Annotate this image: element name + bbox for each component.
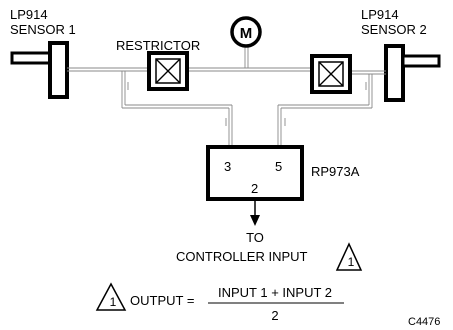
controller-input-label: CONTROLLER INPUT xyxy=(176,249,308,264)
output-to-label: TO xyxy=(246,230,264,245)
note-triangle-icon-formula: 1 xyxy=(95,282,127,311)
controller-port-3: 3 xyxy=(224,159,231,174)
sensor1-name-label: SENSOR 1 xyxy=(10,22,76,37)
tubing-lines xyxy=(67,46,386,147)
motor-letter: M xyxy=(240,25,253,42)
note-triangle-icon: 1 xyxy=(335,242,363,271)
formula-denominator: 2 xyxy=(271,308,278,323)
note-marker-1: 1 xyxy=(348,255,355,269)
sensor1-model-label: LP914 xyxy=(10,7,48,22)
restrictor1-symbol xyxy=(147,51,189,91)
sensor2-model-label: LP914 xyxy=(361,7,399,22)
sensor1-symbol xyxy=(10,41,69,99)
controller-port-2: 2 xyxy=(251,181,258,196)
formula-note-marker: 1 xyxy=(110,295,117,309)
controller-model-label: RP973A xyxy=(311,164,360,179)
sensor2-symbol xyxy=(384,44,441,102)
restrictor-label: RESTRICTOR xyxy=(116,38,200,53)
motor-symbol: M xyxy=(230,16,262,48)
controller-port-5: 5 xyxy=(275,159,282,174)
formula-numerator: INPUT 1 + INPUT 2 xyxy=(218,285,332,300)
restrictor2-symbol xyxy=(310,54,352,94)
output-arrow xyxy=(250,199,260,226)
figure-code: C4476 xyxy=(408,316,440,328)
sensor2-name-label: SENSOR 2 xyxy=(361,22,427,37)
controller-box xyxy=(206,145,304,201)
formula-lhs: OUTPUT = xyxy=(130,293,194,308)
